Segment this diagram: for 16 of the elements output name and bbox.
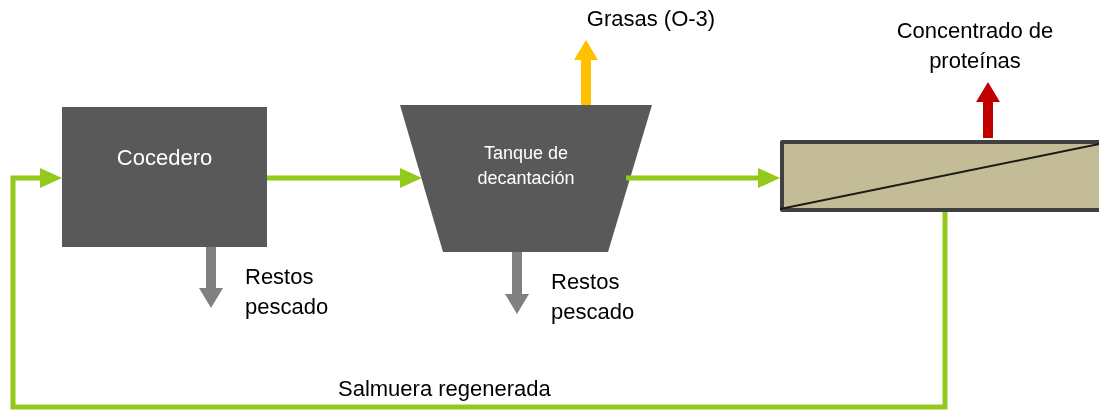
process-label: Tanque de decantación [476,142,576,190]
arrow [10,168,948,410]
arrow [505,252,529,314]
membrane-filter [780,140,1099,212]
output-label: Concentrado de proteínas [885,16,1065,82]
output-label: Restos pescado [245,263,330,321]
arrow [199,247,223,308]
arrow [626,168,780,188]
output-label: Restos pescado [551,268,636,326]
process-label: Cocedero [115,145,214,171]
output-label: Grasas (O-3) [566,6,736,40]
arrow [267,168,422,188]
decanter-tank [400,105,652,252]
arrow [574,40,598,105]
arrow [976,82,1000,138]
process-box [62,107,267,247]
